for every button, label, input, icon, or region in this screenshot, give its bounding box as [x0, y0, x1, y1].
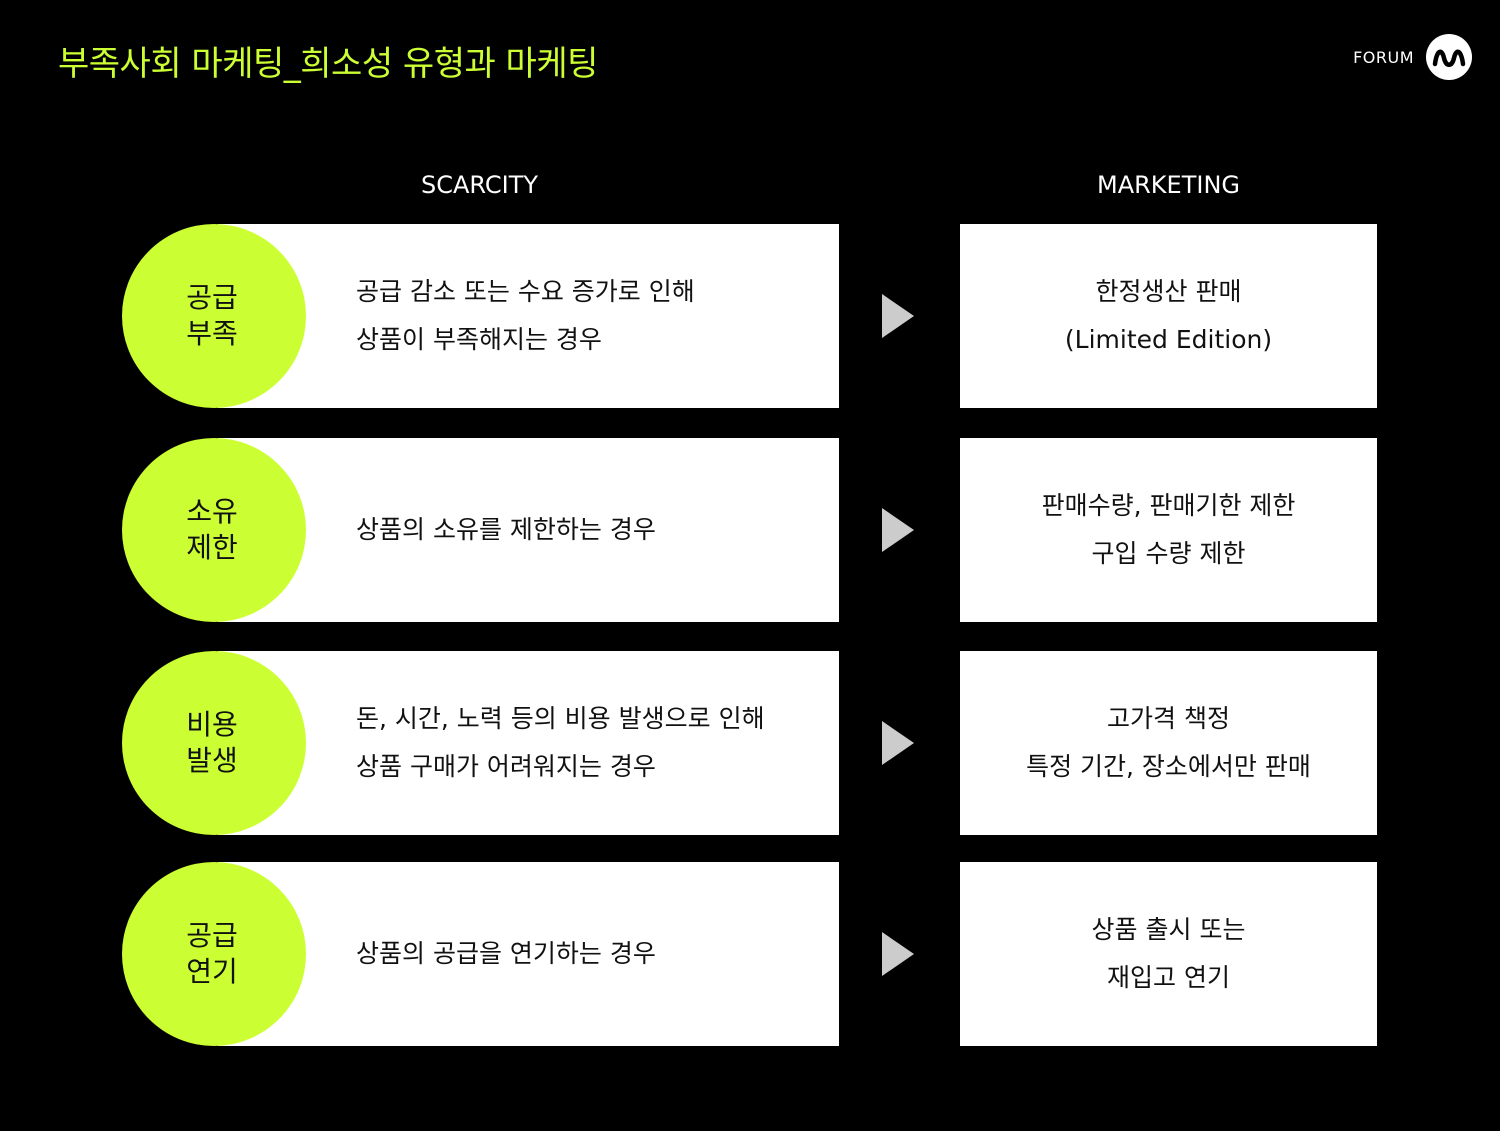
marketing-line: 판매수량, 판매기한 제한: [1041, 491, 1296, 520]
arrow-right-icon: [882, 721, 914, 765]
scarcity-type-circle: 공급 부족: [122, 224, 306, 408]
scarcity-box: [218, 651, 839, 835]
description-line: 상품이 부족해지는 경우: [356, 325, 602, 354]
scarcity-row: 비용 발생 돈, 시간, 노력 등의 비용 발생으로 인해 상품 구매가 어려워…: [0, 651, 1500, 835]
wave-m-icon: [1426, 34, 1472, 80]
description-line: 상품의 소유를 제한하는 경우: [356, 515, 656, 544]
scarcity-box: [218, 862, 839, 1046]
scarcity-type-circle: 비용 발생: [122, 651, 306, 835]
type-label-line: 비용: [186, 708, 238, 741]
type-label-line: 부족: [186, 317, 238, 350]
description-line: 상품의 공급을 연기하는 경우: [356, 939, 656, 968]
marketing-line: 한정생산 판매: [1095, 277, 1242, 306]
marketing-box: 한정생산 판매 (Limited Edition): [960, 224, 1377, 408]
marketing-box: 고가격 책정 특정 기간, 장소에서만 판매: [960, 651, 1377, 835]
scarcity-row: 소유 제한 상품의 소유를 제한하는 경우 판매수량, 판매기한 제한 구입 수…: [0, 438, 1500, 622]
description-line: 공급 감소 또는 수요 증가로 인해: [356, 277, 695, 306]
brand: FORUM: [1353, 34, 1472, 80]
page-title: 부족사회 마케팅_희소성 유형과 마케팅: [58, 44, 598, 84]
scarcity-description: 공급 감소 또는 수요 증가로 인해 상품이 부족해지는 경우: [356, 224, 826, 408]
brand-text: FORUM: [1353, 47, 1414, 67]
scarcity-row: 공급 부족 공급 감소 또는 수요 증가로 인해 상품이 부족해지는 경우 한정…: [0, 224, 1500, 408]
type-label-line: 소유: [186, 495, 238, 528]
scarcity-box: [218, 438, 839, 622]
type-label-line: 발생: [186, 744, 238, 777]
arrow-right-icon: [882, 294, 914, 338]
marketing-line: 상품 출시 또는: [1091, 915, 1246, 944]
scarcity-box: [218, 224, 839, 408]
marketing-box: 상품 출시 또는 재입고 연기: [960, 862, 1377, 1046]
type-label-line: 공급: [186, 281, 238, 314]
marketing-column-header: MARKETING: [1097, 171, 1240, 199]
marketing-line: 구입 수량 제한: [1091, 539, 1246, 568]
description-line: 상품 구매가 어려워지는 경우: [356, 752, 656, 781]
arrow-right-icon: [882, 932, 914, 976]
scarcity-row: 공급 연기 상품의 공급을 연기하는 경우 상품 출시 또는 재입고 연기: [0, 862, 1500, 1046]
type-label-line: 공급: [186, 919, 238, 952]
description-line: 돈, 시간, 노력 등의 비용 발생으로 인해: [356, 704, 765, 733]
scarcity-description: 상품의 공급을 연기하는 경우: [356, 862, 826, 1046]
marketing-box: 판매수량, 판매기한 제한 구입 수량 제한: [960, 438, 1377, 622]
scarcity-type-circle: 소유 제한: [122, 438, 306, 622]
scarcity-description: 상품의 소유를 제한하는 경우: [356, 438, 826, 622]
type-label-line: 연기: [186, 955, 238, 988]
marketing-line: 특정 기간, 장소에서만 판매: [1026, 752, 1311, 781]
arrow-right-icon: [882, 508, 914, 552]
scarcity-type-circle: 공급 연기: [122, 862, 306, 1046]
marketing-line: 재입고 연기: [1107, 963, 1230, 992]
marketing-line: 고가격 책정: [1107, 704, 1230, 733]
scarcity-column-header: SCARCITY: [420, 171, 539, 199]
type-label-line: 제한: [186, 531, 238, 564]
scarcity-description: 돈, 시간, 노력 등의 비용 발생으로 인해 상품 구매가 어려워지는 경우: [356, 651, 826, 835]
marketing-line: (Limited Edition): [1064, 325, 1273, 354]
